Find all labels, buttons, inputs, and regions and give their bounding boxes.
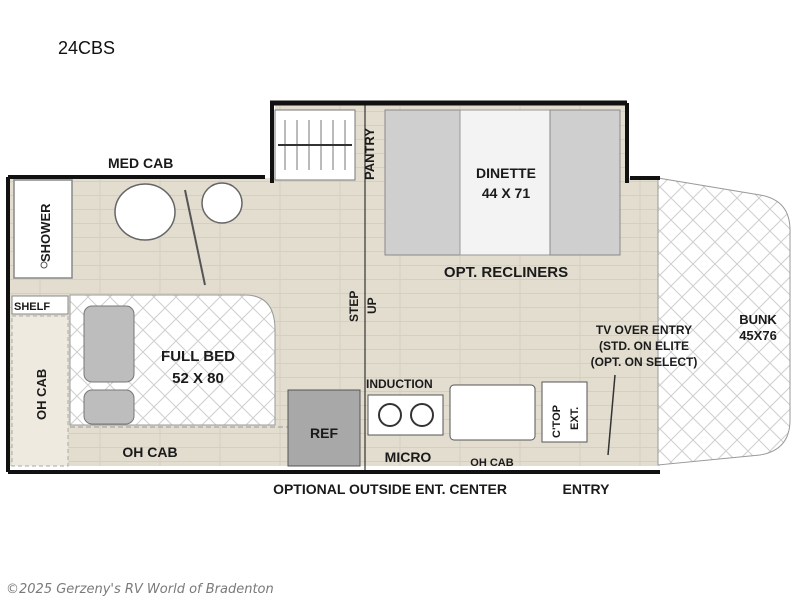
pillow-bottom xyxy=(83,389,135,425)
cab-bunk xyxy=(657,177,791,466)
label-shelf: SHELF xyxy=(14,301,50,313)
kitchen-sink xyxy=(449,384,536,441)
pillow-top xyxy=(83,305,135,383)
label-bunk-size: 45X76 xyxy=(739,328,777,343)
label-oh-cab-kitchen: OH CAB xyxy=(470,457,513,469)
label-micro: MICRO xyxy=(385,449,432,465)
label-tv-line1: TV OVER ENTRY xyxy=(596,323,692,337)
walls xyxy=(6,100,660,474)
sink-icon xyxy=(201,182,243,224)
burner-left-icon xyxy=(378,403,402,427)
label-oh-cab-bottom: OH CAB xyxy=(122,444,177,460)
shower-drain-icon xyxy=(40,261,48,269)
label-optional-outside: OPTIONAL OUTSIDE ENT. CENTER xyxy=(273,481,507,497)
label-entry: ENTRY xyxy=(563,481,611,497)
label-opt-recliners: OPT. RECLINERS xyxy=(444,264,568,281)
label-step: STEP xyxy=(347,291,361,322)
shelf xyxy=(11,295,69,315)
label-oh-cab-side: OH CAB xyxy=(34,369,49,420)
dinette-seat-left xyxy=(384,109,461,256)
label-tv-line3: (OPT. ON SELECT) xyxy=(591,355,698,369)
oh-cab-side-area xyxy=(11,315,69,467)
ctop-ext xyxy=(541,381,588,443)
toilet-icon xyxy=(114,183,176,241)
label-pantry: PANTRY xyxy=(362,128,377,180)
watermark: ©2025 Gerzeny's RV World of Bradenton xyxy=(6,582,274,597)
pantry-shelves xyxy=(274,109,356,181)
label-med-cab: MED CAB xyxy=(108,155,173,171)
label-dinette: DINETTE xyxy=(476,165,536,181)
bath-door xyxy=(184,189,206,286)
tv-pointer xyxy=(607,374,616,456)
label-ext: EXT. xyxy=(569,407,581,430)
model-name: 24CBS xyxy=(58,38,116,58)
label-up: UP xyxy=(365,297,379,314)
label-ctop: C'TOP xyxy=(551,405,563,438)
label-tv-line2: (STD. ON ELITE xyxy=(599,339,689,353)
label-full-bed-size: 52 X 80 xyxy=(172,370,224,387)
label-ref: REF xyxy=(310,425,338,441)
label-full-bed: FULL BED xyxy=(161,348,235,365)
label-induction: INDUCTION xyxy=(366,377,433,391)
dinette-seat-right xyxy=(549,109,621,256)
induction-cooktop xyxy=(367,394,444,436)
label-shower: SHOWER xyxy=(38,203,53,262)
burner-right-icon xyxy=(410,403,434,427)
dinette-table xyxy=(459,109,551,256)
label-dinette-size: 44 X 71 xyxy=(482,185,530,201)
refrigerator xyxy=(287,389,361,467)
label-bunk: BUNK xyxy=(739,312,777,327)
